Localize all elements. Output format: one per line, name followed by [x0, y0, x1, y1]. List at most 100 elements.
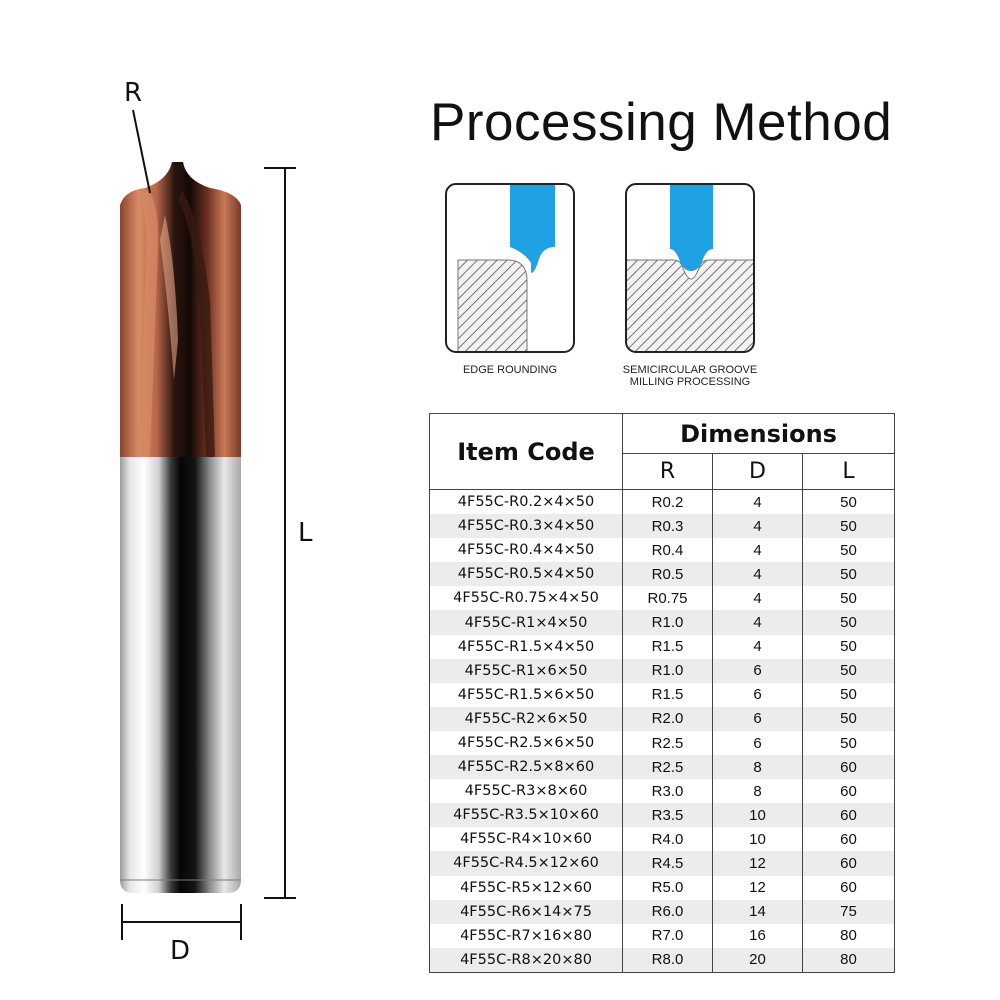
spec-table: Item Code Dimensions R D L 4F55C-R0.2×4×… [429, 413, 896, 973]
tool-shank [120, 457, 241, 893]
d-cell: 20 [712, 947, 803, 973]
l-cell: 60 [801, 755, 896, 780]
r-cell: R1.0 [622, 658, 713, 683]
header-l: L [801, 453, 896, 490]
tool-coated-head [120, 162, 241, 457]
r-cell: R2.5 [622, 730, 713, 756]
l-label: L [298, 518, 313, 548]
l-cell: 50 [801, 489, 896, 515]
item-code-cell: 4F55C-R0.2×4×50 [429, 489, 623, 515]
item-code-cell: 4F55C-R4×10×60 [429, 827, 623, 852]
r-cell: R5.0 [622, 875, 713, 900]
r-cell: R0.4 [622, 538, 713, 563]
r-leader-line [132, 109, 151, 194]
header-d: D [712, 453, 803, 490]
d-cell: 14 [712, 899, 803, 924]
r-cell: R1.5 [622, 634, 713, 659]
l-cell: 50 [801, 658, 896, 683]
item-code-cell: 4F55C-R0.3×4×50 [429, 514, 623, 539]
r-label: R [124, 78, 143, 108]
item-code-cell: 4F55C-R5×12×60 [429, 875, 623, 900]
item-code-cell: 4F55C-R0.4×4×50 [429, 538, 623, 563]
l-dimension-line [264, 167, 296, 899]
r-cell: R0.75 [622, 586, 713, 611]
d-cell: 4 [712, 538, 803, 563]
d-cell: 4 [712, 562, 803, 587]
end-mill-illustration [120, 109, 296, 940]
item-code-cell: 4F55C-R7×16×80 [429, 923, 623, 948]
r-cell: R3.0 [622, 779, 713, 804]
item-code-cell: 4F55C-R0.75×4×50 [429, 586, 623, 611]
edge-rounding-caption: EDGE ROUNDING [462, 364, 558, 376]
l-cell: 60 [801, 851, 896, 876]
d-cell: 10 [712, 827, 803, 852]
d-cell: 4 [712, 586, 803, 611]
item-code-cell: 4F55C-R1.5×6×50 [429, 682, 623, 707]
header-dimensions: Dimensions [621, 413, 896, 454]
d-cell: 4 [712, 514, 803, 539]
l-cell: 50 [801, 562, 896, 587]
r-cell: R0.3 [622, 514, 713, 539]
item-code-cell: 4F55C-R4.5×12×60 [429, 851, 623, 876]
semicircular-groove-icon [625, 183, 755, 353]
l-cell: 50 [801, 682, 896, 707]
item-code-cell: 4F55C-R1.5×4×50 [429, 634, 623, 659]
d-cell: 4 [712, 634, 803, 659]
item-code-cell: 4F55C-R6×14×75 [429, 899, 623, 924]
r-cell: R2.0 [622, 706, 713, 731]
d-cell: 4 [712, 610, 803, 635]
item-code-cell: 4F55C-R8×20×80 [429, 947, 623, 973]
item-code-cell: 4F55C-R1×4×50 [429, 610, 623, 635]
r-cell: R3.5 [622, 803, 713, 828]
d-cell: 12 [712, 875, 803, 900]
item-code-cell: 4F55C-R2.5×8×60 [429, 755, 623, 780]
d-cell: 6 [712, 682, 803, 707]
l-cell: 60 [801, 827, 896, 852]
semicircular-groove-caption: SEMICIRCULAR GROOVE MILLING PROCESSING [622, 364, 758, 388]
d-dimension-line [121, 904, 242, 940]
l-cell: 60 [801, 779, 896, 804]
l-cell: 50 [801, 634, 896, 659]
d-cell: 10 [712, 803, 803, 828]
l-cell: 50 [801, 538, 896, 563]
l-cell: 60 [801, 875, 896, 900]
r-cell: R7.0 [622, 923, 713, 948]
r-cell: R4.0 [622, 827, 713, 852]
d-cell: 8 [712, 779, 803, 804]
item-code-cell: 4F55C-R2×6×50 [429, 706, 623, 731]
d-cell: 6 [712, 730, 803, 756]
r-cell: R1.0 [622, 610, 713, 635]
item-code-cell: 4F55C-R3×8×60 [429, 779, 623, 804]
r-cell: R2.5 [622, 755, 713, 780]
d-cell: 8 [712, 755, 803, 780]
d-label: D [170, 936, 191, 966]
l-cell: 50 [801, 610, 896, 635]
d-cell: 4 [712, 489, 803, 515]
r-cell: R1.5 [622, 682, 713, 707]
d-cell: 16 [712, 923, 803, 948]
d-cell: 6 [712, 658, 803, 683]
l-cell: 80 [801, 923, 896, 948]
header-item-code: Item Code [429, 413, 623, 490]
header-r: R [622, 453, 713, 490]
r-cell: R8.0 [622, 947, 713, 973]
r-cell: R0.5 [622, 562, 713, 587]
item-code-cell: 4F55C-R2.5×6×50 [429, 730, 623, 756]
